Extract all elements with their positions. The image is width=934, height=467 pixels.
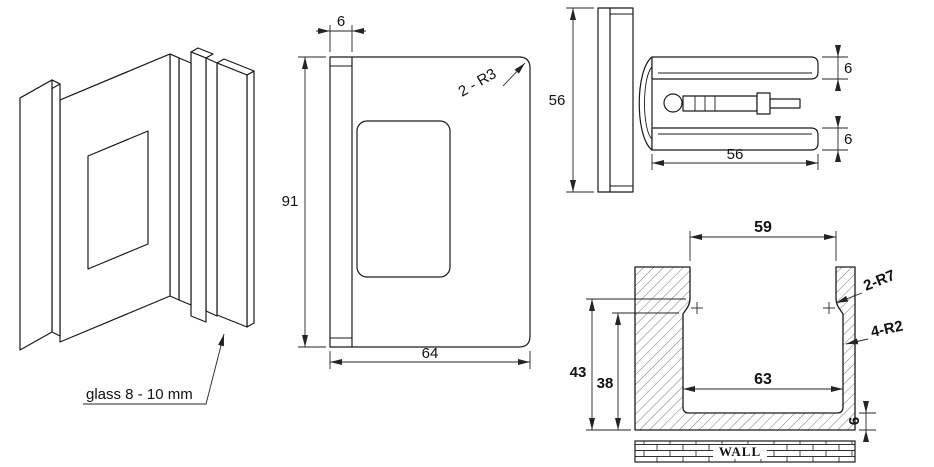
wall-label-backing xyxy=(713,445,767,459)
glass-thickness-label: glass 8 - 10 mm xyxy=(86,386,193,403)
radius-leader xyxy=(845,338,869,345)
front-view: 6 91 64 2 - R3 xyxy=(282,13,531,369)
fillet-radius-note: 2-R7 xyxy=(861,267,898,295)
dim-inner-width: 63 xyxy=(754,371,772,388)
dim-depth-inner: 38 xyxy=(597,375,614,392)
dim-bottom-gap: 6 xyxy=(844,131,852,148)
hinge-plate-side xyxy=(169,53,180,301)
radius-leader xyxy=(835,292,863,304)
knuckle-outer-arc xyxy=(638,56,653,151)
gasket-strip-2 xyxy=(205,57,218,317)
isometric-view: glass 8 - 10 mm xyxy=(19,47,255,405)
wall-flange-side xyxy=(51,79,61,337)
clamp-screw-tail xyxy=(769,98,801,109)
dim-plate-thickness: 6 xyxy=(337,13,345,30)
glass-panel-hatched xyxy=(634,266,856,431)
clamp-screw-head xyxy=(663,93,683,113)
hinge-plate-recess xyxy=(87,130,149,270)
top-jaw xyxy=(651,56,819,80)
hinge-plate-face xyxy=(59,53,171,343)
dim-width: 64 xyxy=(422,345,439,362)
glass-pane-face xyxy=(190,51,207,323)
back-plate-side xyxy=(246,70,255,328)
dim-plate-width: 56 xyxy=(549,92,566,109)
clamp-screw-shaft xyxy=(682,95,758,112)
side-view: 56 56 6 6 xyxy=(549,7,852,193)
bottom-jaw xyxy=(651,127,819,151)
dim-body-length: 56 xyxy=(727,146,744,163)
dim-edge-offset: 6 xyxy=(846,417,863,425)
radius-leader xyxy=(502,62,526,87)
back-plate-face xyxy=(216,62,248,328)
corner-radius-note: 4-R2 xyxy=(869,318,904,341)
dim-opening-width: 59 xyxy=(754,219,772,236)
glass-label-leader xyxy=(83,333,225,405)
wall-label: WALL xyxy=(719,444,761,459)
dim-top-gap: 6 xyxy=(844,60,852,77)
dim-depth-total: 43 xyxy=(570,364,587,381)
wall-flange-face xyxy=(19,79,53,351)
front-recess xyxy=(356,120,451,278)
clamp-screw-nut xyxy=(756,92,771,115)
glass-cutout-view: 59 43 38 63 6 2-R7 4-R2 WALL xyxy=(570,219,905,463)
side-wall-plate xyxy=(597,7,634,193)
gasket-strip-1 xyxy=(178,57,192,306)
dim-height: 91 xyxy=(282,193,299,210)
knuckle-inner-arc xyxy=(644,66,653,140)
